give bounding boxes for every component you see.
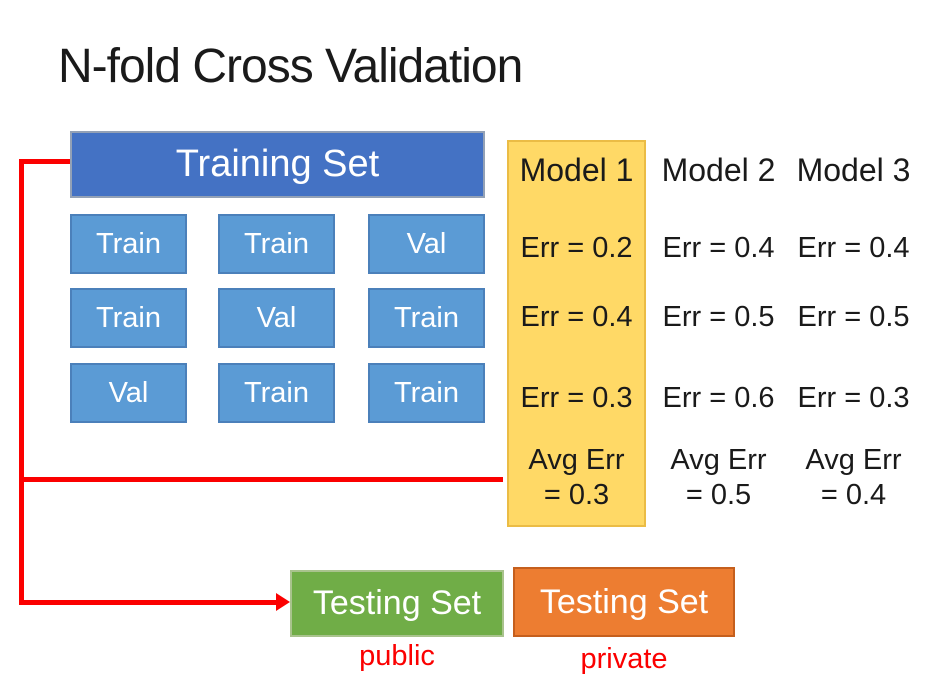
model1-avg-err: Avg Err = 0.3 [507,443,646,513]
model3-err-fold3: Err = 0.3 [797,382,910,414]
fold-cell: Val [368,214,485,274]
public-caption: public [359,640,435,672]
model1-title: Model 1 [519,152,634,188]
model2-title: Model 2 [661,152,776,188]
model2-column: Model 2 Err = 0.4 Err = 0.5 Err = 0.6 Av… [650,140,787,540]
model1-err-fold2: Err = 0.4 [520,301,633,333]
model2-avg-label: Avg Err [670,444,767,476]
model3-avg-err: Avg Err = 0.4 [785,443,922,513]
connector-line-to-avg-err [19,477,503,482]
model2-err-fold1: Err = 0.4 [662,232,775,264]
model1-err-fold3: Err = 0.3 [520,382,633,414]
fold-cell: Train [218,363,335,423]
model3-avg-label: Avg Err [805,444,902,476]
model1-err-fold1: Err = 0.2 [520,232,633,264]
testing-set-public-label: Testing Set [312,584,482,622]
model2-err-fold2: Err = 0.5 [662,301,775,333]
model3-title: Model 3 [796,152,911,188]
model1-avg-label: Avg Err [528,444,625,476]
connector-line-vertical-segment [19,159,24,605]
arrowhead-icon [276,593,290,611]
fold-cell: Train [218,214,335,274]
fold-cell: Val [218,288,335,348]
training-set-label: Training Set [175,143,380,185]
model2-avg-value: = 0.5 [685,479,752,511]
connector-line-top-segment [19,159,70,164]
fold-cell: Train [368,363,485,423]
model3-column: Model 3 Err = 0.4 Err = 0.5 Err = 0.3 Av… [785,140,922,540]
model3-err-fold1: Err = 0.4 [797,232,910,264]
model3-avg-value: = 0.4 [820,479,887,511]
model1-highlight-box [507,140,646,527]
model3-err-fold2: Err = 0.5 [797,301,910,333]
connector-line-to-testing-set [19,600,278,605]
model2-avg-err: Avg Err = 0.5 [650,443,787,513]
slide-title: N-fold Cross Validation [58,40,523,93]
fold-cell: Train [368,288,485,348]
testing-set-public-box: Testing Set [290,570,504,637]
model1-column: Model 1 Err = 0.2 Err = 0.4 Err = 0.3 Av… [507,140,646,540]
model1-avg-value: = 0.3 [543,479,610,511]
fold-cell: Train [70,214,187,274]
model2-err-fold3: Err = 0.6 [662,382,775,414]
testing-set-private-box: Testing Set [513,567,735,637]
training-set-header-box: Training Set [70,131,485,198]
private-caption: private [580,643,668,675]
testing-set-private-label: Testing Set [539,582,709,621]
fold-cell: Val [70,363,187,423]
fold-cell: Train [70,288,187,348]
